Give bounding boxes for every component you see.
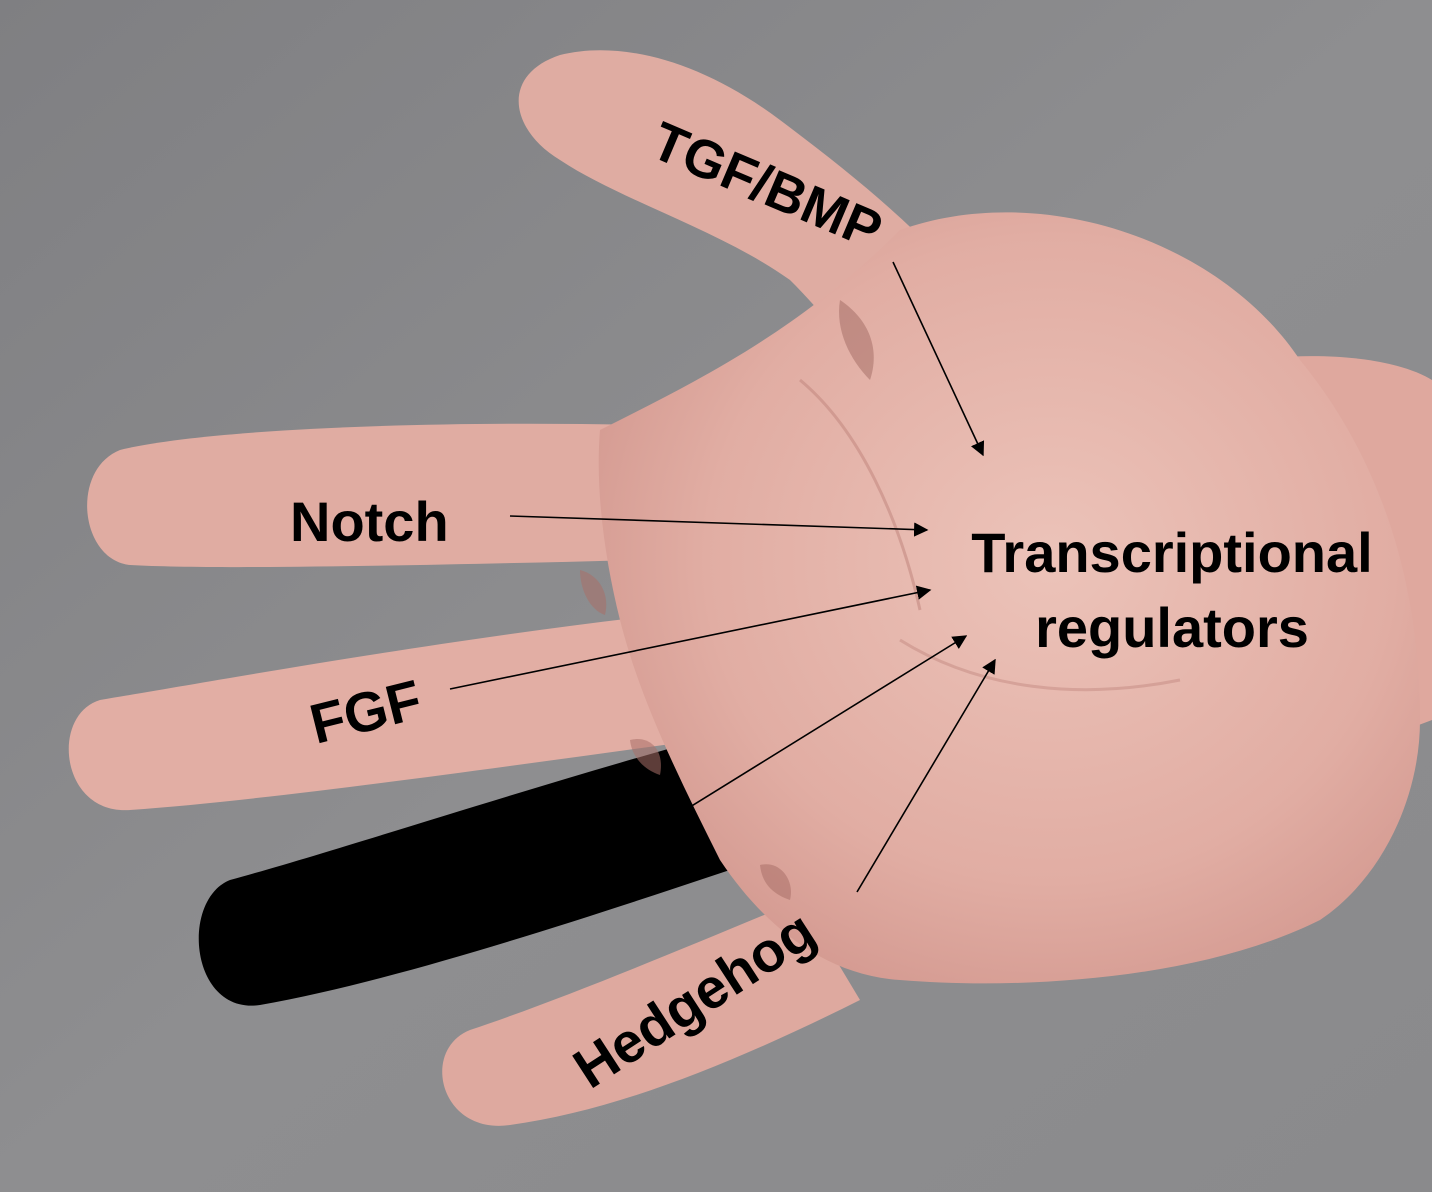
label-regulators: regulators [1035,596,1309,659]
label-transcriptional: Transcriptional [971,521,1372,584]
white-border-bottom [0,1192,1440,1199]
label-notch: Notch [290,490,449,553]
white-border-right [1432,0,1440,1199]
